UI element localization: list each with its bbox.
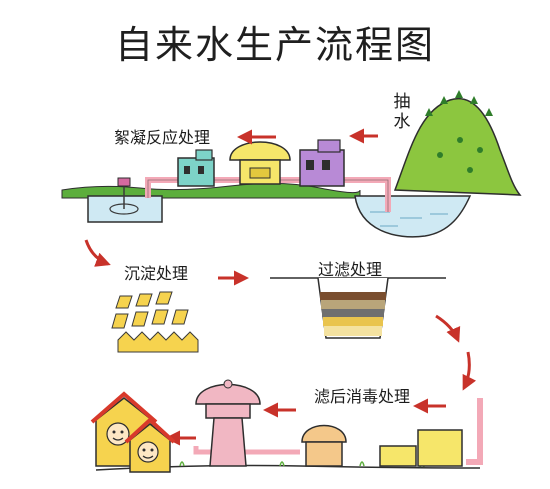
disinfection-tank bbox=[301, 424, 347, 467]
page-title: 自来水生产流程图 bbox=[114, 23, 435, 67]
pump-house-left bbox=[177, 149, 215, 187]
reservoir bbox=[354, 195, 472, 238]
flow-arrows bbox=[84, 128, 477, 446]
label-coagulation: 絮凝反应处理 bbox=[114, 128, 211, 147]
distribution-pipe bbox=[193, 398, 483, 465]
sedimentation-basins bbox=[111, 291, 199, 353]
label-disinfection: 滤后消毒处理 bbox=[314, 387, 411, 406]
clear-water-tank bbox=[379, 429, 463, 467]
filter-bed bbox=[270, 277, 446, 339]
water-tank-yellow bbox=[229, 141, 291, 185]
ground-strip bbox=[61, 182, 361, 199]
pump-house-purple bbox=[299, 139, 345, 187]
houses-with-faces bbox=[90, 391, 176, 473]
coagulation-basin bbox=[87, 177, 163, 223]
label-filtration: 过滤处理 bbox=[318, 260, 383, 279]
label-pumping: 抽水 bbox=[393, 92, 411, 132]
hill-with-trees bbox=[393, 90, 522, 196]
water-tower-pink bbox=[195, 379, 261, 467]
label-sedimentation: 沉淀处理 bbox=[124, 264, 189, 283]
